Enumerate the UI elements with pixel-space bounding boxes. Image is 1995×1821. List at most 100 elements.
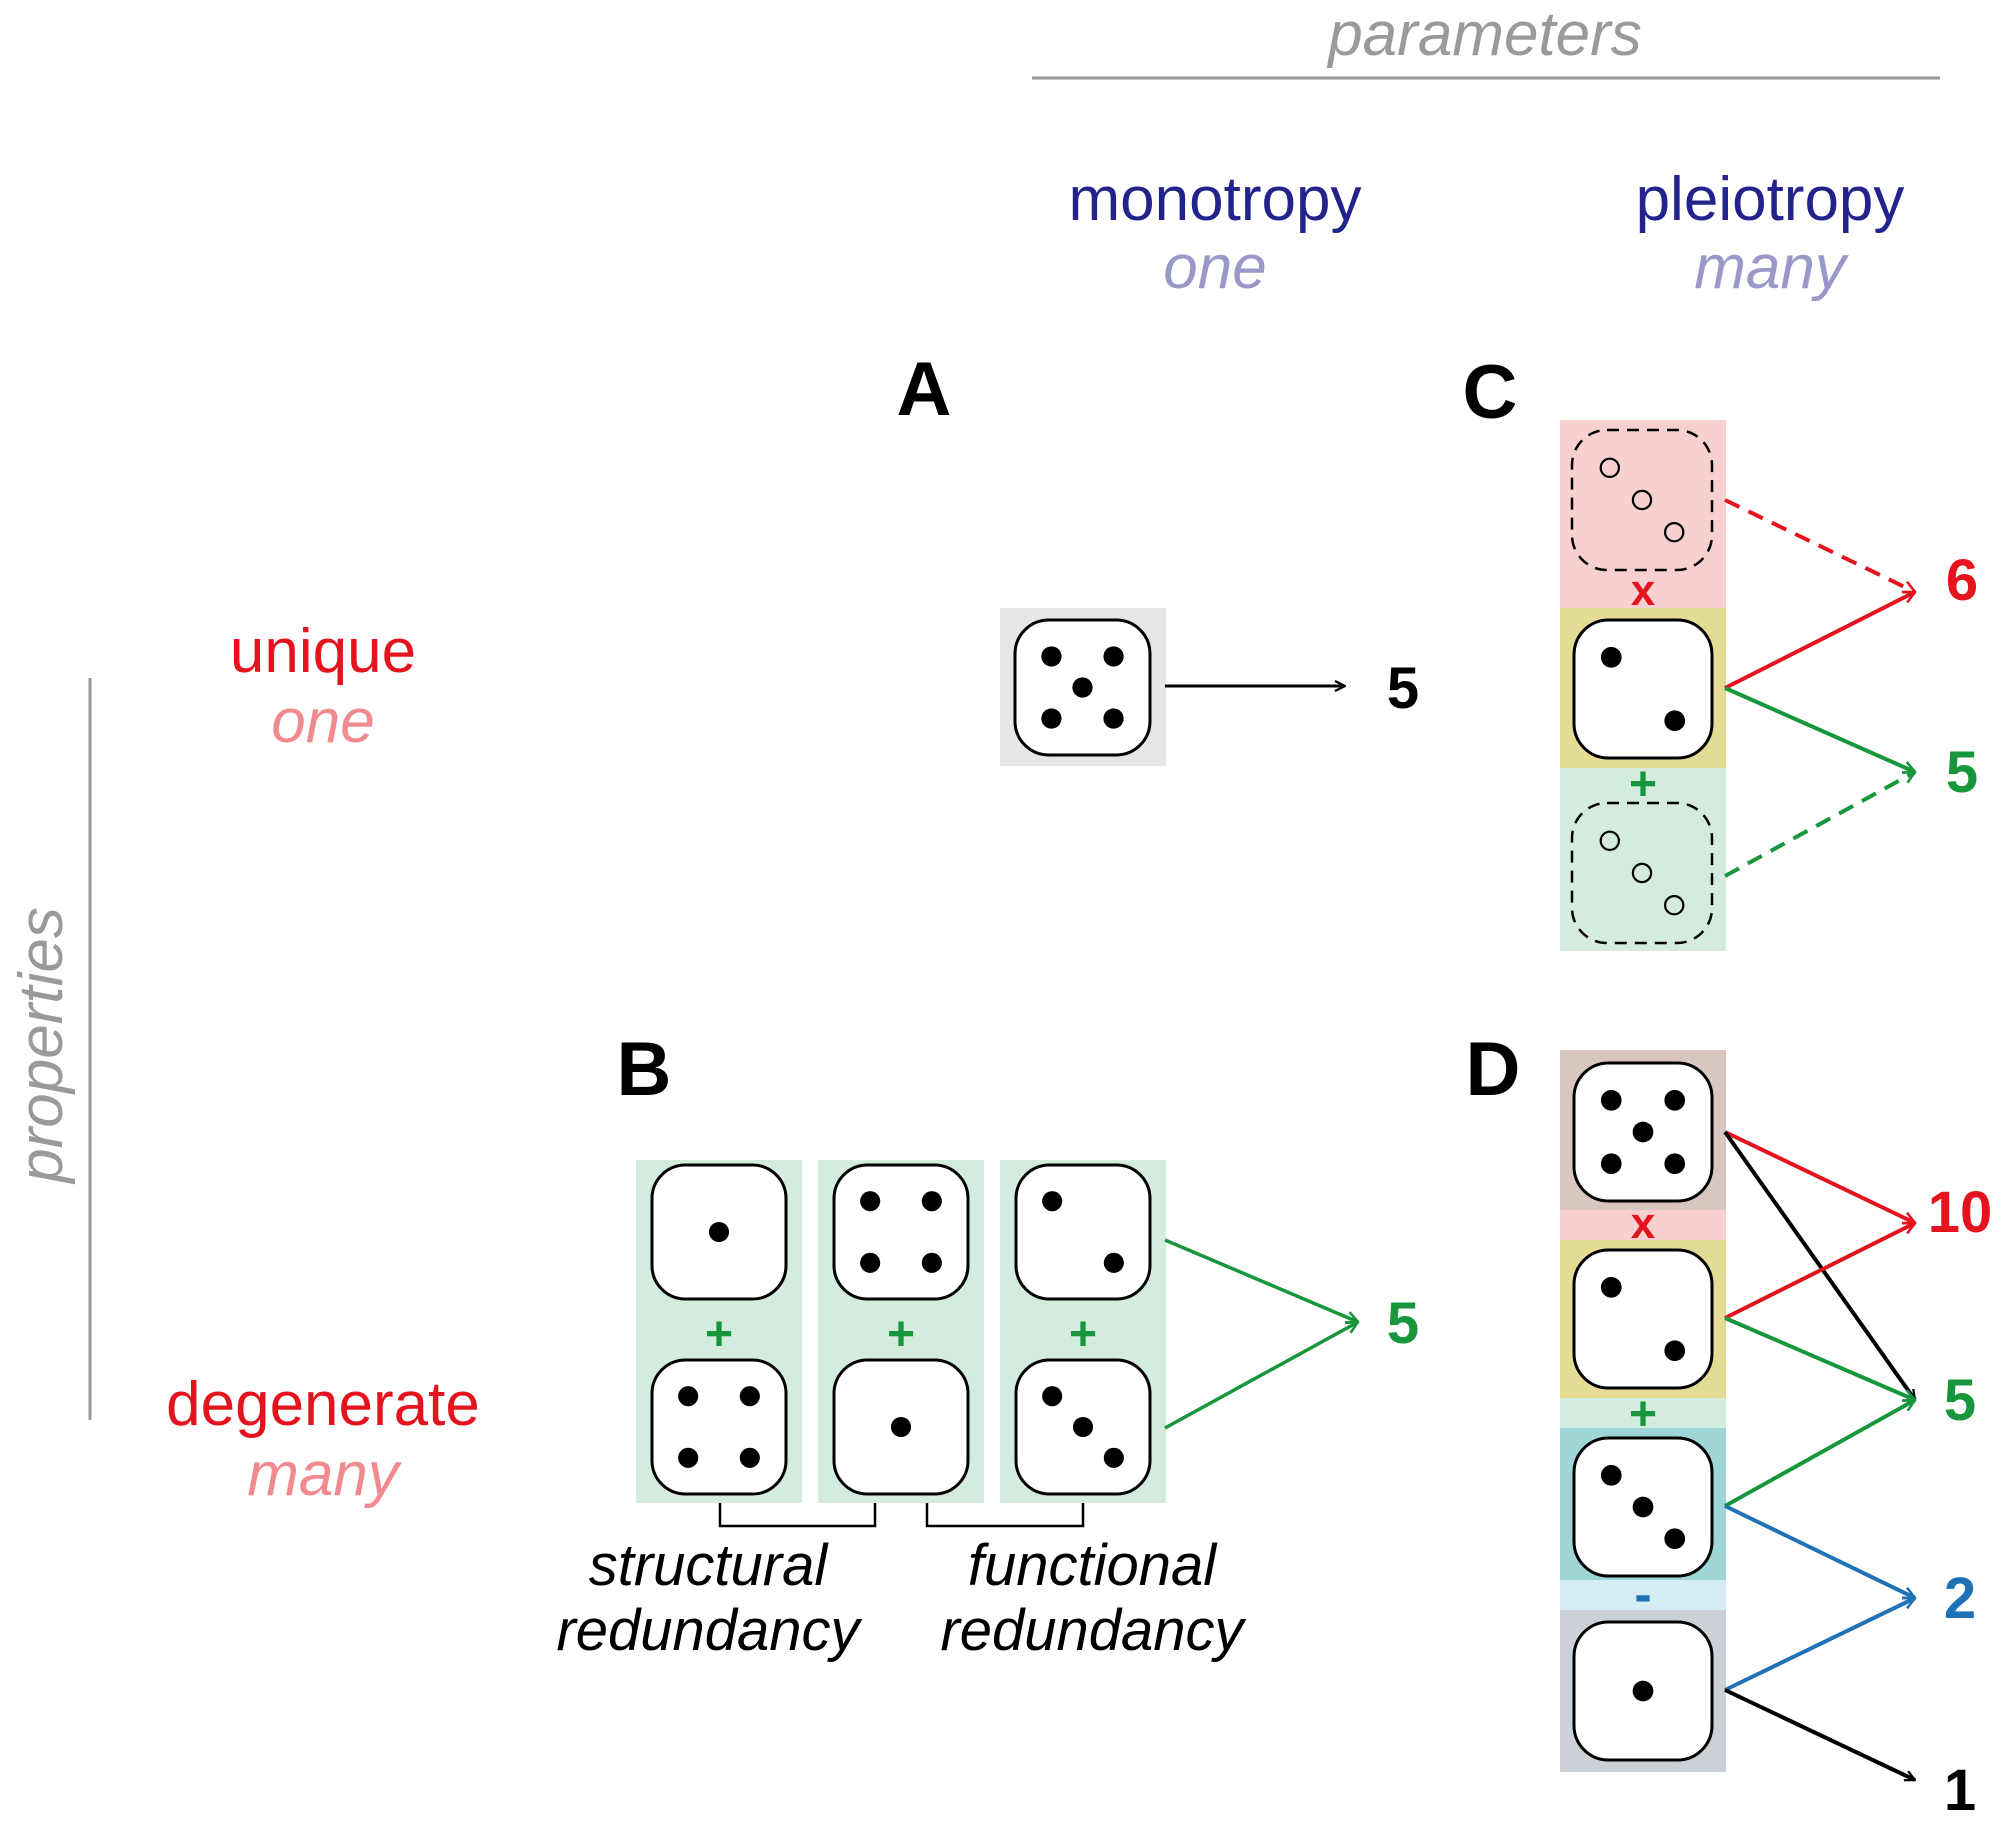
die-pip: [1103, 646, 1124, 667]
pleiotropy-sublabel: many: [1694, 233, 1850, 302]
panel-d-arrow-black-2: [1724, 1688, 1915, 1782]
panel-b-arrow-top: [1164, 1238, 1358, 1322]
panel-b-plus-2: +: [887, 1308, 915, 1361]
panel-c-arrow-red-dashed: [1724, 498, 1915, 594]
panel-letter-a: A: [897, 347, 952, 432]
die-body: [1570, 801, 1714, 945]
die-a: [1013, 618, 1152, 757]
die-c-middle: [1572, 618, 1714, 760]
functional-label-line1: functional: [968, 1533, 1218, 1598]
die-pip: [1041, 646, 1062, 667]
panel-c: x + 6 5: [1560, 420, 1978, 951]
functional-label-line2: redundancy: [940, 1598, 1246, 1663]
panel-letter-d: D: [1466, 1027, 1521, 1112]
die-body: [832, 1163, 970, 1301]
die-b-3-top: [1014, 1163, 1152, 1301]
die-body: [1570, 428, 1714, 572]
die-d-five: [1572, 1061, 1714, 1203]
panel-d-plus: +: [1629, 1388, 1657, 1441]
die-pip: [1663, 895, 1685, 916]
panel-letter-c: C: [1463, 350, 1518, 435]
properties-title: properties: [7, 907, 76, 1185]
die-pip: [1664, 1153, 1686, 1175]
die-pip: [921, 1191, 942, 1212]
parameters-title: parameters: [1326, 0, 1642, 69]
unique-label: unique: [230, 617, 416, 686]
degenerate-sublabel: many: [247, 1440, 403, 1509]
monotropy-label: monotropy: [1069, 165, 1362, 234]
die-pip: [1631, 862, 1653, 884]
panel-c-output-sum: 5: [1946, 740, 1978, 805]
panel-d-arrow-blue-2: [1724, 1596, 1915, 1692]
die-d-one: [1572, 1620, 1714, 1762]
die-pip: [739, 1447, 760, 1468]
panel-b-plus-3: +: [1069, 1308, 1097, 1361]
panel-c-bg-top: [1560, 420, 1726, 608]
die-pip: [1599, 830, 1621, 852]
panel-d-output-5: 5: [1944, 1368, 1976, 1433]
die-b-1-top: [650, 1163, 788, 1301]
die-b-1-bottom: [650, 1358, 788, 1496]
die-pip: [1600, 1089, 1622, 1111]
structural-label-line2: redundancy: [556, 1598, 862, 1663]
die-pip: [678, 1447, 699, 1468]
panel-d-arrow-black-1: [1723, 1130, 1917, 1400]
die-pip: [1599, 457, 1621, 478]
panel-a: 5: [1000, 608, 1419, 766]
panel-d-output-2: 2: [1944, 1566, 1976, 1631]
die-b-2-top: [832, 1163, 970, 1301]
die-pip: [1632, 1121, 1654, 1143]
die-pip: [1632, 1496, 1654, 1518]
die-pip: [1600, 646, 1622, 668]
monotropy-sublabel: one: [1163, 233, 1266, 302]
die-pip: [1600, 1464, 1622, 1486]
die-pip: [1631, 489, 1653, 511]
panel-d: x + - 10 5 2 1: [1560, 1050, 1992, 1821]
die-body: [1014, 1163, 1152, 1301]
panel-d-bg-3b: [1560, 1580, 1726, 1610]
panel-d-minus: -: [1634, 1566, 1651, 1624]
die-pip: [739, 1386, 760, 1407]
panel-c-arrow-green-dashed: [1724, 770, 1915, 878]
panel-d-output-1: 1: [1944, 1758, 1976, 1821]
structural-bracket: [718, 1503, 877, 1528]
row-header-degenerate: degenerate many: [166, 1370, 480, 1509]
die-pip: [1072, 1416, 1094, 1438]
panel-b-output: 5: [1387, 1291, 1419, 1356]
die-d-three: [1572, 1436, 1714, 1578]
die-d-two: [1572, 1248, 1714, 1390]
panel-c-plus: +: [1629, 758, 1657, 811]
panel-d-times: x: [1631, 1199, 1656, 1248]
die-c-ghost-bottom: [1570, 801, 1714, 945]
die-pip: [860, 1191, 881, 1212]
die-pip: [1103, 708, 1124, 729]
functional-bracket: [925, 1503, 1085, 1528]
die-pip: [1663, 522, 1685, 543]
panel-letter-b: B: [617, 1027, 672, 1112]
panel-d-arrow-green-2: [1724, 1398, 1915, 1508]
panel-d-arrow-blue-1: [1724, 1504, 1915, 1600]
die-pip: [860, 1252, 881, 1273]
panel-c-output-product: 6: [1946, 548, 1978, 613]
die-pip: [1042, 1386, 1063, 1407]
die-body: [1572, 1248, 1714, 1390]
parameters-header: parameters: [1032, 0, 1940, 80]
die-body: [650, 1358, 788, 1496]
structural-label-line1: structural: [589, 1533, 830, 1598]
panel-c-arrow-red: [1724, 590, 1915, 690]
panel-d-arrow-green-1: [1724, 1316, 1915, 1400]
die-pip: [678, 1386, 699, 1407]
panel-d-arrow-red-1: [1724, 1130, 1915, 1225]
panel-b-arrow-bottom: [1164, 1320, 1358, 1430]
die-pip: [1664, 1528, 1686, 1550]
die-pip: [1664, 710, 1686, 732]
die-pip: [1600, 1276, 1622, 1298]
column-header-pleiotropy: pleiotropy many: [1636, 165, 1905, 302]
pleiotropy-label: pleiotropy: [1636, 165, 1905, 234]
die-pip: [1103, 1447, 1124, 1468]
row-header-unique: unique one: [230, 617, 416, 756]
panel-c-times: x: [1631, 566, 1656, 615]
panel-d-bg-1b: [1560, 1210, 1726, 1240]
die-b-3-bottom: [1014, 1358, 1152, 1496]
panel-c-arrow-green: [1724, 686, 1915, 772]
